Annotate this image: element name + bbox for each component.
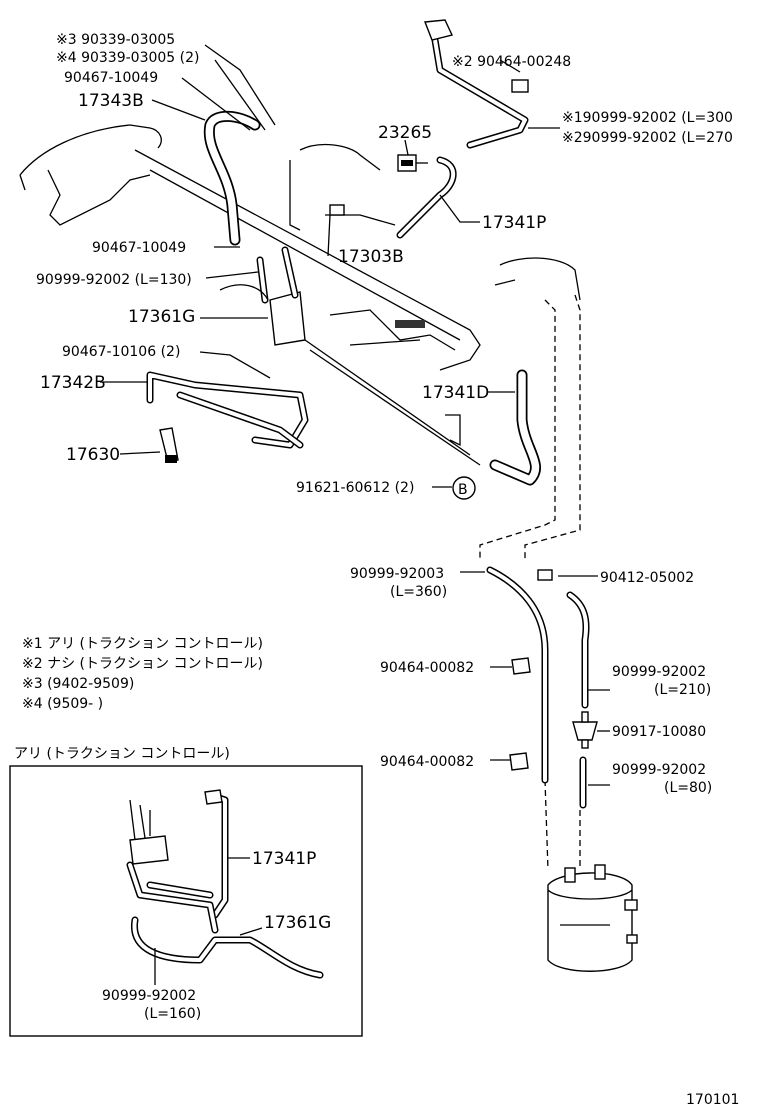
label-90999-92002-b: 90999-92002 [612,762,706,778]
label-17342b: 17342B [40,373,106,393]
clip-90412 [537,569,553,581]
note-4: ※4 (9509- ) [22,696,103,712]
inset-box: アリ (トラクション コントロール) 17341P 17361G 90999-9… [9,746,363,1037]
inset-label-90999-92002: 90999-92002 [102,988,196,1004]
hose-90999-92002-l210 [566,591,590,709]
label-l210: (L=210) [654,682,711,698]
clip-90464-a [511,657,531,675]
label-90412-05002: 90412-05002 [600,570,694,586]
label-90467-10049-b: 90467-10049 [92,240,186,256]
label-90999-92003: 90999-92003 [350,566,444,582]
ref-circle-b [452,476,476,500]
clip-90464-b [509,752,529,771]
note-2: ※2 ナシ (トラクション コントロール) [22,656,263,672]
label-90999-92002-l300: ※190999-92002 (L=300 [562,110,733,126]
hose-17342b [146,371,309,449]
label-90464-00082-b: 90464-00082 [380,754,474,770]
label-90464-00082-a: 90464-00082 [380,660,474,676]
note-3: ※3 (9402-9509) [22,676,134,692]
label-91621-60612: 91621-60612 (2) [296,480,414,496]
hose-90999-92003 [486,566,549,784]
hose-17341d [489,369,541,486]
label-17341d: 17341D [422,383,489,403]
label-90917-10080: 90917-10080 [612,724,706,740]
label-90339-03005-n4: ※4 90339-03005 (2) [56,50,200,66]
label-90467-10106: 90467-10106 (2) [62,344,180,360]
hose-17343b [203,110,261,246]
filter-90917 [572,711,598,749]
inset-title: アリ (トラクション コントロール) [14,746,230,762]
label-17361g: 17361G [128,307,195,327]
inset-label-17361g: 17361G [264,913,331,933]
label-17303b: 17303B [338,247,404,267]
sensor-17630 [159,427,179,463]
engine-outline [19,124,581,371]
hose-top-right [424,19,529,149]
clip-91621 [445,414,461,447]
label-ref-b: B [458,482,468,498]
routing-dashed [479,294,581,871]
label-90999-92002-l130: 90999-92002 (L=130) [36,272,192,288]
label-90999-92002-l270: ※290999-92002 (L=270 [562,130,733,146]
vsv-assembly [219,204,481,466]
inset-label-l160: (L=160) [144,1006,201,1022]
label-17343b: 17343B [78,91,144,111]
label-90339-03005-n3: ※3 90339-03005 [56,32,175,48]
canister-connector-23265 [397,154,428,172]
notes-legend: ※1 アリ (トラクション コントロール) ※2 ナシ (トラクション コントロ… [22,636,263,712]
inset-label-17341p: 17341P [252,849,316,869]
label-l360: (L=360) [390,584,447,600]
note-1: ※1 アリ (トラクション コントロール) [22,636,263,652]
charcoal-canister [547,864,638,972]
figure-number: 170101 [686,1092,739,1108]
inset-frame [9,765,363,1037]
label-90464-00248: ※2 90464-00248 [452,54,571,70]
callout-labels: ※3 90339-03005 ※4 90339-03005 (2) 90467-… [36,32,733,796]
label-17341p: 17341P [482,213,546,233]
label-l80: (L=80) [664,780,712,796]
label-90999-92002-a: 90999-92002 [612,664,706,680]
label-23265: 23265 [378,123,432,143]
label-17630: 17630 [66,445,120,465]
label-90467-10049-a: 90467-10049 [64,70,158,86]
leader-lines [100,44,610,786]
